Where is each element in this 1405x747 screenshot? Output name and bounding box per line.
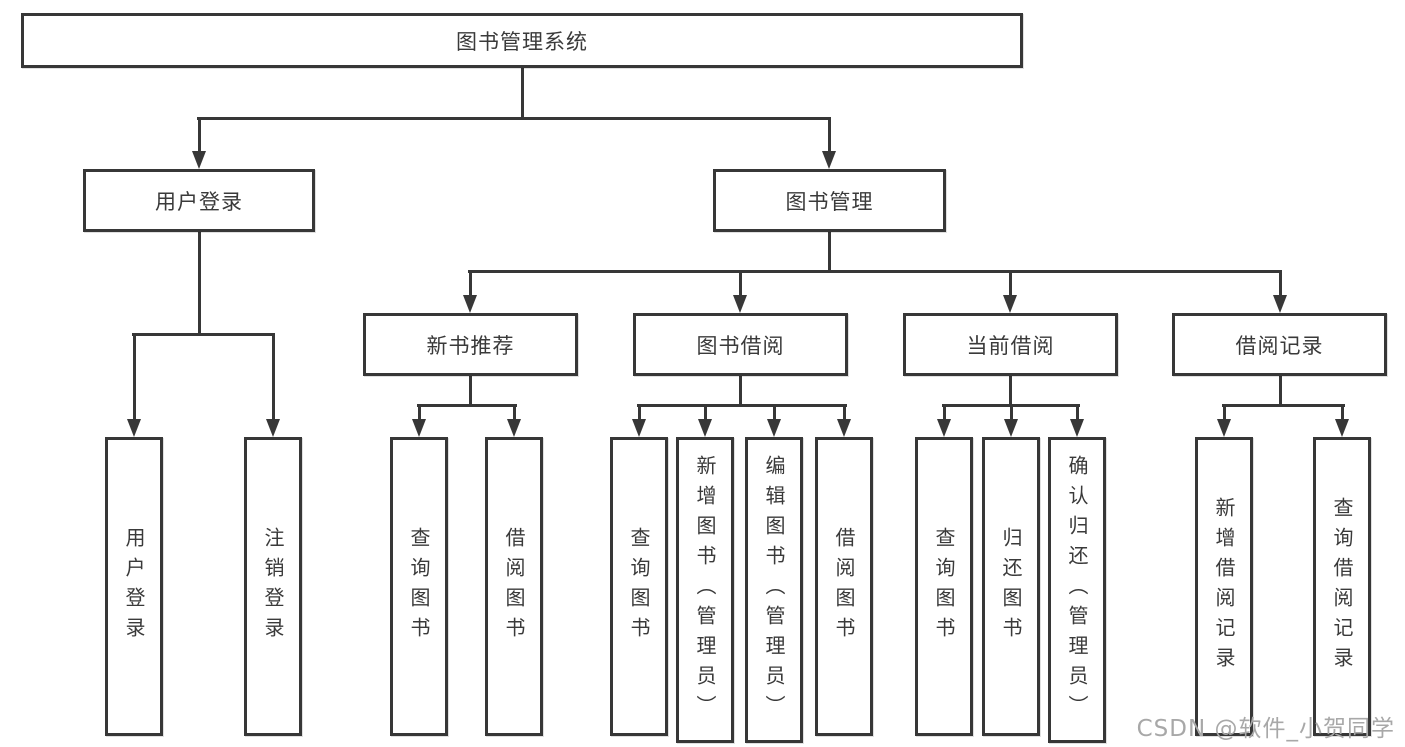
connector-line <box>132 333 275 336</box>
node-borrow-records: 借阅记录 <box>1172 313 1387 376</box>
connector-line <box>739 272 742 296</box>
leaf-edit-book-admin-label: 编辑图书（管理员） <box>762 455 786 725</box>
arrowhead <box>1004 419 1018 437</box>
leaf-query-book-recommend-label: 查询图书 <box>407 526 431 647</box>
node-user-login: 用户登录 <box>83 169 315 232</box>
connector-line <box>198 232 201 336</box>
connector-line <box>418 406 421 421</box>
connector-line <box>513 406 516 421</box>
arrowhead <box>1335 419 1349 437</box>
leaf-logout-label: 注销登录 <box>261 526 285 647</box>
connector-line <box>417 404 517 407</box>
connector-line <box>1076 406 1079 421</box>
arrowhead <box>1003 295 1017 313</box>
connector-line <box>828 232 831 273</box>
arrowhead <box>192 151 206 169</box>
leaf-borrow-book-recommend: 借阅图书 <box>485 437 543 736</box>
watermark: CSDN @软件_小贺同学 <box>1136 716 1395 742</box>
node-current-borrow: 当前借阅 <box>903 313 1118 376</box>
leaf-query-book-current: 查询图书 <box>915 437 973 736</box>
connector-line <box>198 118 201 152</box>
connector-line <box>1010 406 1013 421</box>
arrowhead <box>266 419 280 437</box>
connector-line <box>739 376 742 406</box>
connector-line <box>1222 404 1345 407</box>
leaf-add-borrow-record: 新增借阅记录 <box>1195 437 1253 736</box>
node-root: 图书管理系统 <box>21 13 1023 68</box>
arrowhead <box>837 419 851 437</box>
connector-line <box>1009 376 1012 406</box>
arrowhead <box>733 295 747 313</box>
connector-line <box>468 270 1282 273</box>
connector-line <box>521 68 524 120</box>
node-current-borrow-label: 当前借阅 <box>966 333 1055 358</box>
node-book-management: 图书管理 <box>713 169 946 232</box>
connector-line <box>1009 272 1012 296</box>
leaf-return-book: 归还图书 <box>982 437 1040 736</box>
connector-line <box>638 406 641 421</box>
node-book-borrow: 图书借阅 <box>633 313 848 376</box>
leaf-query-borrow-record: 查询借阅记录 <box>1313 437 1371 736</box>
arrowhead <box>822 151 836 169</box>
connector-line <box>1223 406 1226 421</box>
leaf-query-book-current-label: 查询图书 <box>932 526 956 647</box>
arrowhead <box>1070 419 1084 437</box>
leaf-borrow-book-recommend-label: 借阅图书 <box>502 526 526 647</box>
connector-line <box>943 406 946 421</box>
connector-line <box>469 376 472 406</box>
connector-line <box>197 117 831 120</box>
leaf-query-book-borrow: 查询图书 <box>610 437 668 736</box>
leaf-borrow-book: 借阅图书 <box>815 437 873 736</box>
leaf-query-book-recommend: 查询图书 <box>390 437 448 736</box>
leaf-confirm-return-admin: 确认归还（管理员） <box>1048 437 1106 743</box>
leaf-query-book-borrow-label: 查询图书 <box>627 526 651 647</box>
arrowhead <box>127 419 141 437</box>
leaf-add-book-admin-label: 新增图书（管理员） <box>693 455 717 725</box>
node-new-book-recommend: 新书推荐 <box>363 313 578 376</box>
connector-line <box>1341 406 1344 421</box>
leaf-logout: 注销登录 <box>244 437 302 736</box>
leaf-return-book-label: 归还图书 <box>999 526 1023 647</box>
arrowhead <box>698 419 712 437</box>
connector-line <box>704 406 707 421</box>
arrowhead <box>1273 295 1287 313</box>
arrowhead <box>632 419 646 437</box>
arrowhead <box>412 419 426 437</box>
connector-line <box>828 118 831 152</box>
connector-line <box>843 406 846 421</box>
arrowhead <box>1217 419 1231 437</box>
leaf-borrow-book-label: 借阅图书 <box>832 526 856 647</box>
arrowhead <box>507 419 521 437</box>
leaf-confirm-return-admin-label: 确认归还（管理员） <box>1065 455 1089 725</box>
node-book-management-label: 图书管理 <box>785 189 874 214</box>
leaf-query-borrow-record-label: 查询借阅记录 <box>1330 496 1354 677</box>
connector-line <box>942 404 1080 407</box>
node-user-login-label: 用户登录 <box>155 189 243 214</box>
node-borrow-records-label: 借阅记录 <box>1235 333 1324 358</box>
arrowhead <box>767 419 781 437</box>
leaf-edit-book-admin: 编辑图书（管理员） <box>745 437 803 743</box>
arrowhead <box>937 419 951 437</box>
connector-line <box>773 406 776 421</box>
leaf-user-login: 用户登录 <box>105 437 163 736</box>
connector-line <box>133 336 136 420</box>
connector-line <box>272 336 275 420</box>
arrowhead <box>463 295 477 313</box>
connector-line <box>1279 376 1282 406</box>
connector-line <box>469 272 472 296</box>
node-root-label: 图书管理系统 <box>456 29 588 54</box>
connector-line <box>637 404 847 407</box>
leaf-add-borrow-record-label: 新增借阅记录 <box>1212 496 1236 677</box>
connector-line <box>1279 272 1282 296</box>
leaf-user-login-label: 用户登录 <box>122 526 146 647</box>
node-new-book-recommend-label: 新书推荐 <box>426 333 515 358</box>
node-book-borrow-label: 图书借阅 <box>696 333 785 358</box>
leaf-add-book-admin: 新增图书（管理员） <box>676 437 734 743</box>
